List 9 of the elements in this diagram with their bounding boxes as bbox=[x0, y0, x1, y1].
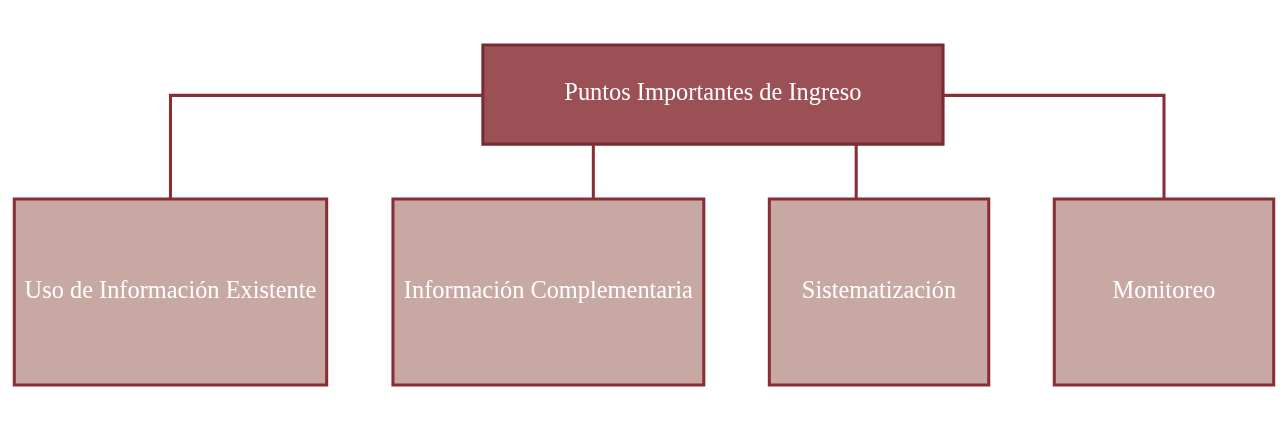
node-box: Monitoreo bbox=[1052, 197, 1276, 387]
connector bbox=[854, 144, 858, 199]
node-box: Sistematización bbox=[767, 197, 991, 387]
node-box: Información Complementaria bbox=[391, 197, 706, 387]
node-box: Uso de Información Existente bbox=[12, 197, 329, 387]
connector bbox=[943, 93, 1166, 199]
connector bbox=[591, 144, 595, 199]
node-box: Puntos Importantes de Ingreso bbox=[481, 43, 945, 146]
connector bbox=[168, 93, 483, 199]
